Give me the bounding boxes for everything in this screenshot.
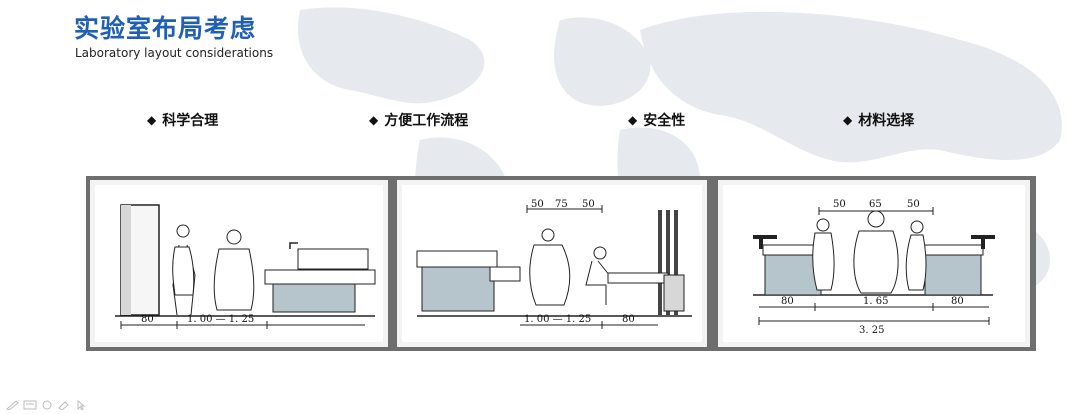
dimension-label: 50 xyxy=(907,199,920,210)
lab-section-drawing-1: 80 1. 00 — 1. 25 xyxy=(115,204,376,329)
dimension-label: 50 xyxy=(531,199,544,210)
bullet-label: 科学合理 xyxy=(162,113,219,129)
dimension-label: 80 xyxy=(951,296,964,307)
diagram-panel-1: 80 1. 00 — 1. 25 xyxy=(90,180,388,347)
diamond-bullet-icon: ◆ xyxy=(628,113,638,127)
bullet-item: ◆ 科学合理 xyxy=(147,108,218,132)
diamond-bullet-icon: ◆ xyxy=(369,113,379,127)
eraser-icon[interactable] xyxy=(40,395,54,410)
dimension-label: 50 xyxy=(582,199,595,210)
diagram-panel-2: 50 75 50 1. 00 — 1. 25 80 xyxy=(397,180,707,347)
slides-icon[interactable] xyxy=(23,395,37,410)
bullet-label: 方便工作流程 xyxy=(384,113,469,129)
diagram-strip: 80 1. 00 — 1. 25 xyxy=(86,176,1036,351)
bullet-item: ◆ 材料选择 xyxy=(843,108,914,132)
pointer-icon[interactable] xyxy=(74,395,88,411)
dimension-label: 3. 25 xyxy=(859,325,884,336)
dimension-label: 50 xyxy=(833,199,846,210)
marker-icon[interactable] xyxy=(57,395,71,411)
lab-section-drawing-2: 50 75 50 1. 00 — 1. 25 80 xyxy=(416,199,692,329)
bullet-item: ◆ 安全性 xyxy=(628,108,685,132)
bullet-label: 安全性 xyxy=(643,113,686,129)
diagram-panel-3: 50 65 50 80 1. 65 80 3. 25 xyxy=(718,180,1030,347)
diamond-bullet-icon: ◆ xyxy=(147,113,157,127)
presentation-toolbar xyxy=(6,394,88,411)
bullet-item: ◆ 方便工作流程 xyxy=(369,108,468,132)
diamond-bullet-icon: ◆ xyxy=(843,113,853,127)
page-title: 实验室布局考虑 xyxy=(74,14,257,43)
dimension-label: 65 xyxy=(869,199,882,210)
lab-section-drawing-3: 50 65 50 80 1. 65 80 3. 25 xyxy=(753,199,995,336)
dimension-label: 80 xyxy=(141,314,154,325)
dimension-label: 80 xyxy=(781,296,794,307)
page-subtitle: Laboratory layout considerations xyxy=(75,46,274,60)
dimension-label: 1. 65 xyxy=(863,296,888,307)
dimension-label: 1. 00 — 1. 25 xyxy=(524,314,591,325)
dimension-label: 80 xyxy=(622,314,635,325)
bullet-list: ◆ 科学合理 ◆ 方便工作流程 ◆ 安全性 ◆ 材料选择 xyxy=(0,108,1070,132)
dimension-label: 1. 00 — 1. 25 xyxy=(187,314,254,325)
dimension-label: 75 xyxy=(555,199,568,210)
bullet-label: 材料选择 xyxy=(858,113,915,129)
pen-icon[interactable] xyxy=(6,395,20,411)
